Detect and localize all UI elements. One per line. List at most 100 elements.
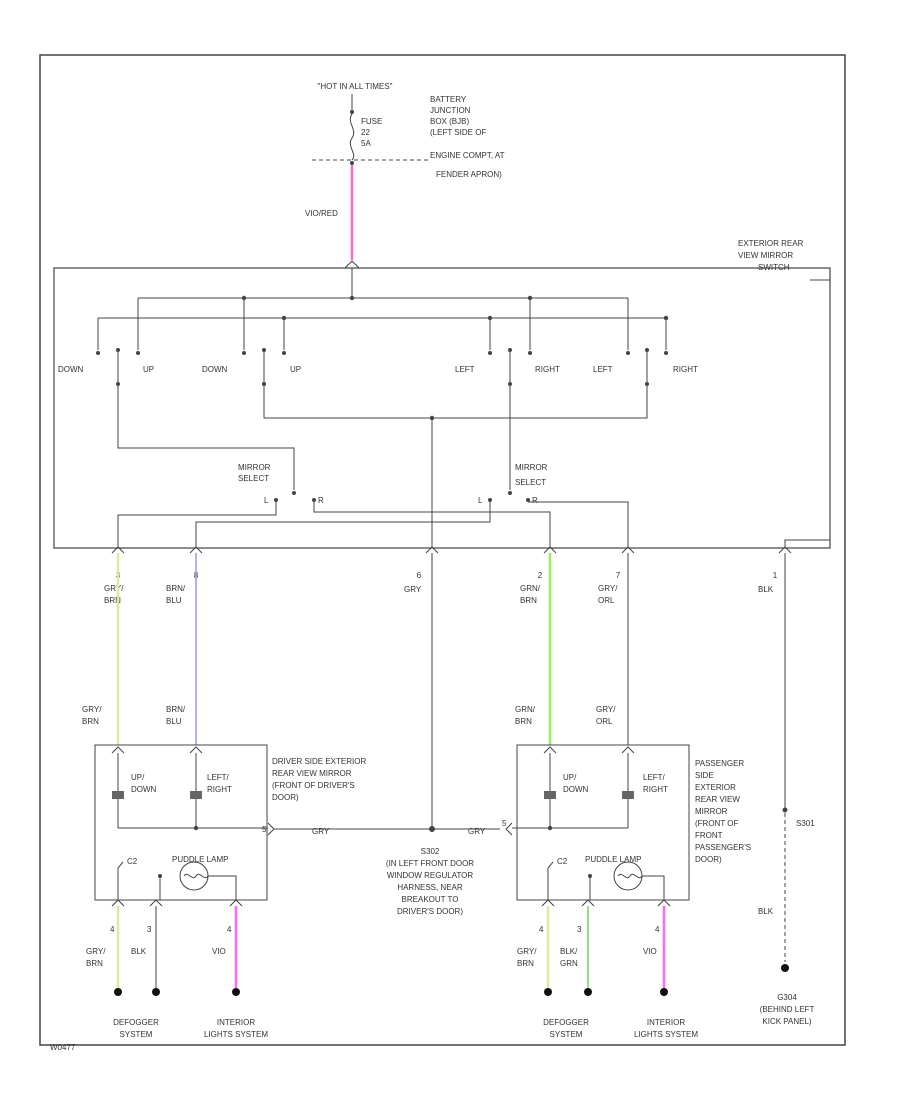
dr-updown-motor xyxy=(112,791,124,799)
label-right-2: RIGHT xyxy=(673,365,698,374)
label-down-2: DOWN xyxy=(202,365,228,374)
dr-title-1: DRIVER SIDE EXTERIOR xyxy=(272,757,366,766)
dr-gry-label: GRY xyxy=(312,827,330,836)
dr-out-c1-a: GRY/ xyxy=(86,947,106,956)
pin-6-num: 1 xyxy=(773,571,778,580)
dr-lr-1: LEFT/ xyxy=(207,773,230,782)
label-up-2: UP xyxy=(290,365,301,374)
fuse-line-1: FUSE xyxy=(361,117,382,126)
dr-conn-2 xyxy=(189,746,203,754)
dr-dest1-2: SYSTEM xyxy=(120,1030,153,1039)
ps-pin5: 5 xyxy=(502,819,507,828)
label-right-1: RIGHT xyxy=(535,365,560,374)
pin-4-c1: GRN/ xyxy=(520,584,541,593)
ps-common-node xyxy=(547,825,553,831)
dr-dest1-1: DEFOGGER xyxy=(113,1018,159,1027)
bjb-line-2: JUNCTION xyxy=(430,106,471,115)
dr-dest2-1: INTERIOR xyxy=(217,1018,255,1027)
dr-w1-c2: BRN xyxy=(82,717,99,726)
dr-title-3: (FRONT OF DRIVER'S xyxy=(272,781,355,790)
ms-left-2: SELECT xyxy=(238,474,269,483)
ps-out-pin-1: 4 xyxy=(539,925,544,934)
ms-left-pivot xyxy=(292,491,296,495)
pass-mirror-box xyxy=(516,744,690,901)
ps-updown-1: UP/ xyxy=(563,773,577,782)
dr-dest2-2: LIGHTS SYSTEM xyxy=(204,1030,268,1039)
ps-defog-path xyxy=(547,861,554,900)
dr-w2-c2: BLU xyxy=(166,717,182,726)
dr-out-c2-a: BLK xyxy=(131,947,147,956)
ps-title-1: PASSENGER xyxy=(695,759,744,768)
splice-line-6: DRIVER'S DOOR) xyxy=(397,907,463,916)
ps-term-2 xyxy=(584,988,592,996)
dr-out-c1-b: BRN xyxy=(86,959,103,968)
pin-2-c1: BRN/ xyxy=(166,584,186,593)
ps-diode-label: C2 xyxy=(557,857,568,866)
ps-title-4: REAR VIEW xyxy=(695,795,740,804)
fuse-top-terminal xyxy=(350,110,354,114)
pin-4-num: 2 xyxy=(538,571,543,580)
dr-title-4: DOOR) xyxy=(272,793,299,802)
ps-dest2-1: INTERIOR xyxy=(647,1018,685,1027)
contact-group-1 xyxy=(96,348,140,386)
sel-r-to-pin2 xyxy=(313,502,551,548)
switch-input-connector xyxy=(344,260,360,269)
dr-term-2 xyxy=(152,988,160,996)
dr-w2-c1: BRN/ xyxy=(166,705,186,714)
fuse-line-3: 5A xyxy=(361,139,371,148)
updown-to-select xyxy=(117,386,295,490)
fuse-bottom-terminal xyxy=(350,161,354,165)
ps-lr-1: LEFT/ xyxy=(643,773,666,782)
ps-title-5: MIRROR xyxy=(695,807,728,816)
pin-3-c1: GRY xyxy=(404,585,422,594)
ps-out-c1-b: BRN xyxy=(517,959,534,968)
sel-r2-to-pin7 xyxy=(528,501,629,548)
pin-5-num: 7 xyxy=(616,571,621,580)
ps-term-1 xyxy=(544,988,552,996)
pin-5-c2: ORL xyxy=(598,596,615,605)
contact-group-4 xyxy=(626,348,668,386)
g304-line-2: (BEHIND LEFT xyxy=(760,1005,815,1014)
bjb-line-5: ENGINE COMPT, AT xyxy=(430,151,505,160)
dr-out-pin-3: 4 xyxy=(227,925,232,934)
ps-updown-2: DOWN xyxy=(563,785,589,794)
vio-red-label: VIO/RED xyxy=(305,209,338,218)
ps-puddle-label: PUDDLE LAMP xyxy=(585,855,641,864)
outer-frame xyxy=(39,54,846,1046)
dr-puddle-label: PUDDLE LAMP xyxy=(172,855,228,864)
bjb-line-4: (LEFT SIDE OF xyxy=(430,128,486,137)
ps-title-9: DOOR) xyxy=(695,855,722,864)
common-bus xyxy=(263,386,648,419)
ms-right-l xyxy=(488,498,492,502)
dr-defog-path xyxy=(117,861,124,900)
ps-out-conn-2 xyxy=(581,899,595,907)
bus-node-2 xyxy=(349,295,355,301)
ms-right-pivot xyxy=(508,491,512,495)
bjb-line-1: BATTERY xyxy=(430,95,467,104)
dr-out-pin-1: 4 xyxy=(110,925,115,934)
sel-l2-to-pin8 xyxy=(195,502,491,548)
dr-puddle-filament xyxy=(183,873,209,879)
driver-mirror-box xyxy=(94,744,268,901)
ms-left-r xyxy=(312,498,316,502)
pin-2-c2: BLU xyxy=(166,596,182,605)
footer-code: W0477 xyxy=(50,1043,76,1052)
ps-lr-2: RIGHT xyxy=(643,785,668,794)
ps-gry-conn xyxy=(505,822,513,836)
fuse-symbol xyxy=(349,113,355,161)
dr-term-1 xyxy=(114,988,122,996)
s301-label: S301 xyxy=(796,819,815,828)
ps-term-3 xyxy=(660,988,668,996)
splice-line-3: WINDOW REGULATOR xyxy=(387,871,474,880)
sel-l-to-pin3 xyxy=(117,502,277,548)
mirror-switch-box xyxy=(53,267,831,549)
ps-out-pin-2: 3 xyxy=(577,925,582,934)
dr-lr-2: RIGHT xyxy=(207,785,232,794)
pin-1-c1: GRY/ xyxy=(104,584,124,593)
dr-updown-1: UP/ xyxy=(131,773,145,782)
ps-gry-label: GRY xyxy=(468,827,486,836)
hot-label: "HOT IN ALL TIMES" xyxy=(318,82,393,91)
fuse-line-2: 22 xyxy=(361,128,370,137)
ms-right-l-label: L xyxy=(478,496,483,505)
